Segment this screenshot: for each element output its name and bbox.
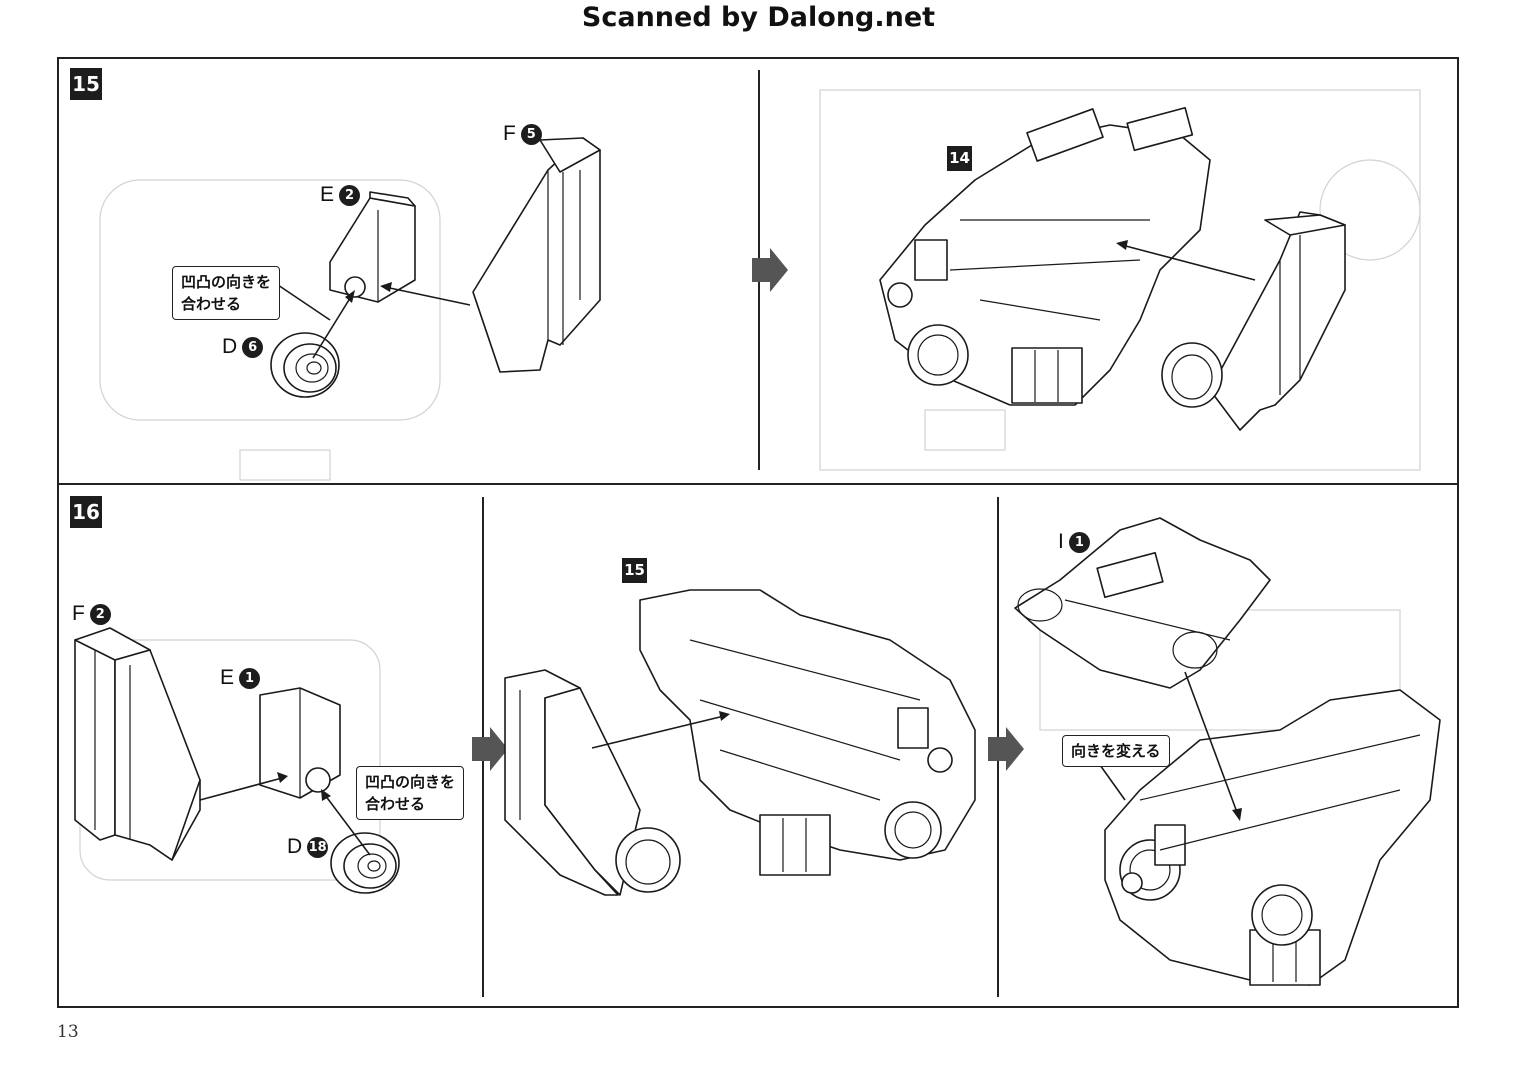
part-wing-attach-16: [504, 669, 681, 896]
step-divider-horizontal: [57, 483, 1459, 485]
part-number: 18: [307, 836, 329, 858]
part-f5-wing: [472, 137, 601, 373]
part-number: 2: [339, 184, 361, 206]
part-label-e1: E 1: [220, 666, 261, 690]
assembly-body-15-mid: [639, 589, 976, 876]
part-label-f2: F 2: [72, 602, 111, 626]
scanner-watermark-title: Scanned by Dalong.net: [581, 2, 936, 33]
part-letter: D: [222, 335, 238, 358]
page-number: 13: [57, 1022, 79, 1042]
assembly-body-final: [1104, 689, 1441, 986]
part-label-d6: D 6: [222, 335, 264, 359]
note-line-1: 向きを変える: [1071, 742, 1161, 760]
note-line-1: 凹凸の向きを: [365, 773, 456, 791]
part-number: 1: [239, 667, 261, 689]
note-line-2: 合わせる: [181, 295, 242, 313]
assembly-body-14: [879, 106, 1211, 406]
align-notch-note-16: 凹凸の向きを 合わせる: [356, 766, 465, 820]
step-15-badge: 15: [70, 68, 102, 100]
flow-arrow-16b: [988, 727, 1024, 771]
part-d18-fan: [330, 832, 400, 894]
part-wing-attach-15: [1161, 211, 1346, 431]
flow-arrow-16a: [472, 727, 508, 771]
part-f2-wing: [74, 627, 201, 861]
part-letter: I: [1058, 530, 1064, 553]
instruction-frame: [57, 57, 1459, 1008]
part-letter: E: [320, 183, 335, 206]
part-letter: D: [287, 835, 303, 858]
part-number: 6: [242, 336, 264, 358]
part-label-i1: I 1: [1058, 530, 1090, 554]
part-number: 2: [89, 603, 111, 625]
part-e1-block: [259, 687, 341, 799]
assembly-arrows-16-left: [199, 772, 371, 856]
part-letter: F: [503, 122, 516, 145]
assembly-arrow-16-right: [1099, 671, 1242, 821]
part-number: 1: [1068, 531, 1090, 553]
ref-step-15-badge: 15: [622, 558, 647, 583]
part-e2-block: [329, 191, 416, 303]
part-number: 5: [520, 123, 542, 145]
note-line-2: 合わせる: [365, 795, 426, 813]
align-notch-note-15: 凹凸の向きを 合わせる: [172, 266, 281, 320]
part-label-f5: F 5: [503, 122, 542, 146]
change-direction-note: 向きを変える: [1062, 735, 1170, 767]
part-label-d18: D 18: [287, 835, 329, 859]
note-line-1: 凹凸の向きを: [181, 273, 272, 291]
part-label-e2: E 2: [320, 183, 361, 207]
step-16-badge: 16: [70, 496, 102, 528]
assembly-arrow-15-right: [1116, 240, 1256, 281]
part-d6-fan: [270, 332, 340, 398]
part-letter: E: [220, 666, 235, 689]
assembly-arrows-15-left: [277, 282, 471, 359]
ref-step-14-badge: 14: [947, 146, 972, 171]
flow-arrow-15: [752, 248, 788, 292]
part-i1-cover: [1014, 517, 1271, 689]
assembly-arrow-16-mid: [591, 711, 730, 749]
part-letter: F: [72, 602, 85, 625]
